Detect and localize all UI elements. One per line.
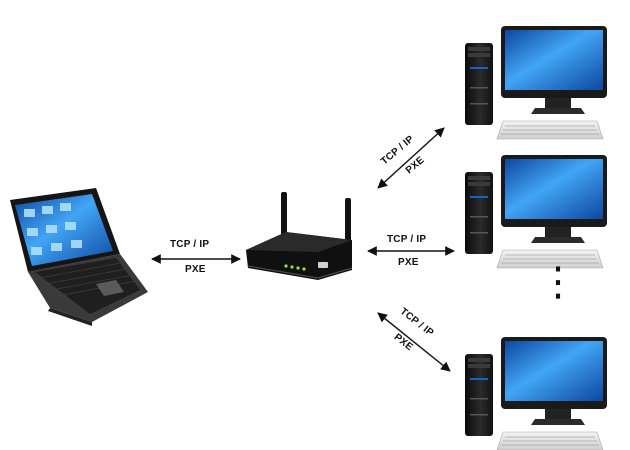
desktop-computer-icon — [464, 336, 608, 450]
router-led — [290, 265, 294, 269]
link-arrow-router-pc-top — [377, 127, 445, 189]
link-label-laptop-router-boot: PXE — [185, 264, 206, 275]
laptop-icon — [10, 188, 148, 326]
desktop-computer-icon — [464, 154, 608, 269]
router-icon — [246, 192, 353, 280]
router-led — [284, 264, 288, 268]
router-led — [296, 266, 300, 270]
link-label-laptop-router-protocol: TCP / IP — [170, 239, 210, 250]
desktop-computer-icon — [464, 25, 608, 140]
link-label-router-pc-middle-boot: PXE — [398, 257, 419, 268]
link-label-router-pc-middle-protocol: TCP / IP — [387, 234, 427, 245]
link-arrow-router-pc-bottom — [377, 312, 451, 372]
more-computers-ellipsis: ⋮ — [538, 259, 578, 305]
router-led — [302, 267, 306, 271]
